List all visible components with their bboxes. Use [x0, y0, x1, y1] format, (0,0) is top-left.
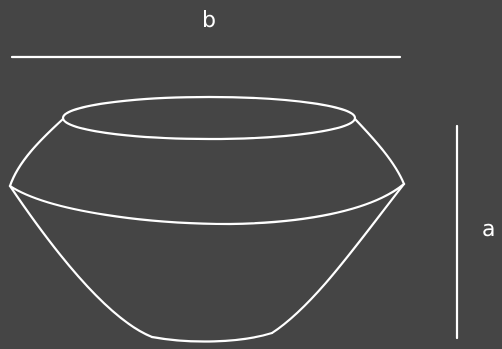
vessel-body-right [270, 182, 406, 335]
vessel-belly-edge [8, 182, 406, 226]
vessel-base [150, 331, 274, 343]
vessel-shoulder-right [353, 117, 406, 186]
height-label: a [482, 217, 496, 242]
width-label: b [202, 8, 216, 33]
vessel-rim [61, 95, 357, 141]
vessel-shoulder-left [8, 117, 65, 188]
vessel-outline [8, 95, 406, 343]
vessel-body-left [8, 184, 154, 339]
